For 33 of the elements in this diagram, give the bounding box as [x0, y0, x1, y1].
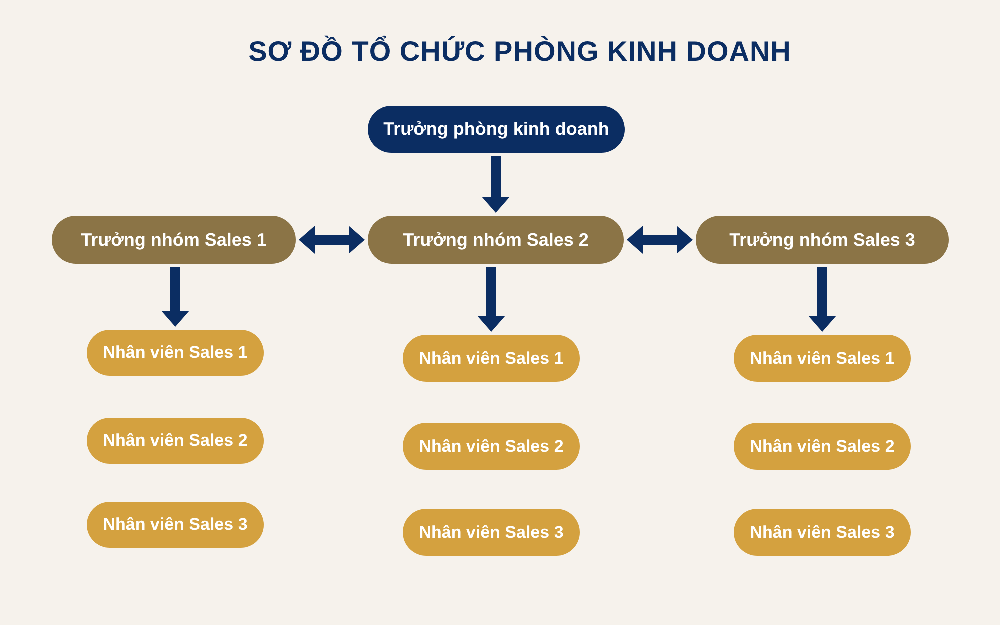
node-label: Trưởng nhóm Sales 1	[81, 230, 267, 250]
node-label: Nhân viên Sales 2	[103, 431, 248, 451]
arrow	[478, 267, 506, 332]
staff-box	[403, 335, 580, 382]
staff-box	[403, 423, 580, 470]
node-label: Nhân viên Sales 2	[419, 436, 564, 456]
staff-box	[87, 502, 264, 548]
staff-box	[734, 423, 911, 470]
department-head-box	[368, 106, 625, 153]
node-label: Nhân viên Sales 3	[750, 522, 895, 542]
arrow	[808, 267, 836, 332]
staff-box	[87, 330, 264, 376]
staff-box	[403, 509, 580, 556]
node-label: Nhân viên Sales 3	[103, 515, 248, 535]
node-label: Nhân viên Sales 2	[750, 436, 895, 456]
double-arrow	[299, 226, 365, 254]
staff-box	[87, 418, 264, 464]
node-label: Nhân viên Sales 1	[103, 343, 248, 363]
team-lead-box	[696, 216, 949, 264]
arrow	[482, 156, 510, 213]
node-label: Trưởng phòng kinh doanh	[384, 119, 610, 140]
node-label: Nhân viên Sales 1	[419, 348, 564, 368]
team-lead-box	[52, 216, 296, 264]
staff-box	[734, 335, 911, 382]
arrow	[162, 267, 190, 327]
node-label: Nhân viên Sales 1	[750, 348, 895, 368]
double-arrow	[627, 226, 693, 254]
node-label: Trưởng nhóm Sales 3	[730, 230, 916, 250]
node-label: Trưởng nhóm Sales 2	[403, 230, 589, 250]
team-lead-box	[368, 216, 624, 264]
node-label: Nhân viên Sales 3	[419, 522, 564, 542]
title: SƠ ĐỒ TỔ CHỨC PHÒNG KINH DOANH	[248, 36, 792, 68]
staff-box	[734, 509, 911, 556]
